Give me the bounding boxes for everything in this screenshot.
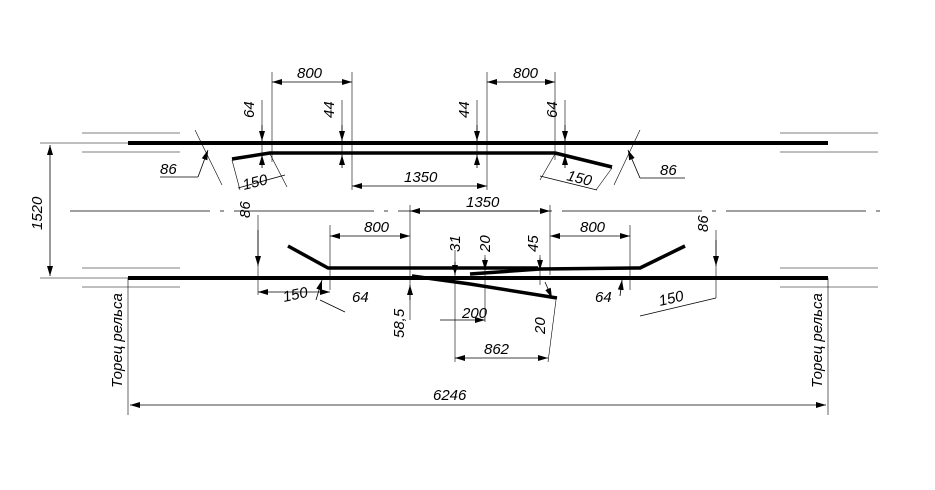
dim-bottom-left-800: 800 <box>364 219 390 236</box>
dim-bottom-right-64: 64 <box>595 289 612 306</box>
dim-bottom-left-64: 64 <box>352 289 369 306</box>
dim-top-1350: 1350 <box>404 169 438 186</box>
dim-top-right-86: 86 <box>660 162 677 179</box>
dim-bottom-20-top: 20 <box>477 235 494 253</box>
dim-top-right-150: 150 <box>565 167 594 190</box>
bottom-diverging-rail <box>411 274 558 300</box>
dim-bottom-left-150: 150 <box>281 284 310 306</box>
rails <box>82 132 878 288</box>
dim-overall-6246: 6246 <box>433 387 467 404</box>
dim-bottom-right-86: 86 <box>695 215 712 232</box>
dim-top-left-64: 64 <box>241 101 258 118</box>
top-guard-rail <box>231 151 613 169</box>
bottom-guard-rail-right <box>469 244 686 276</box>
dim-bottom-45: 45 <box>525 235 542 252</box>
guard-rails <box>231 151 686 300</box>
dim-bottom-58-5: 58,5 <box>391 308 408 338</box>
dim-bottom-862: 862 <box>484 341 510 358</box>
dim-bottom-20-low: 20 <box>532 317 549 335</box>
dim-top-left-150: 150 <box>241 171 270 194</box>
dim-bottom-right-150: 150 <box>657 288 686 310</box>
dim-bottom-left-86: 86 <box>237 201 254 218</box>
dim-bottom-right-800: 800 <box>580 219 606 236</box>
dim-bottom-31: 31 <box>447 235 464 252</box>
rail-end-label-right: Торец рельса <box>809 293 826 388</box>
dim-top-left-86: 86 <box>160 161 177 178</box>
dim-top-left-800: 800 <box>297 65 323 82</box>
dim-top-right-44: 44 <box>456 101 473 118</box>
bottom-extension-lines <box>257 205 717 363</box>
gauge-dimension: 1520 <box>29 142 128 279</box>
dim-bottom-1350: 1350 <box>466 194 500 211</box>
rail-end-label-left: Торец рельса <box>109 293 126 388</box>
dim-gauge: 1520 <box>29 196 46 230</box>
dim-top-right-64: 64 <box>544 101 561 118</box>
dim-top-right-800: 800 <box>513 65 539 82</box>
dim-top-left-44: 44 <box>321 101 338 118</box>
bottom-guard-rail-left <box>287 244 538 270</box>
dim-bottom-200: 200 <box>461 305 488 322</box>
